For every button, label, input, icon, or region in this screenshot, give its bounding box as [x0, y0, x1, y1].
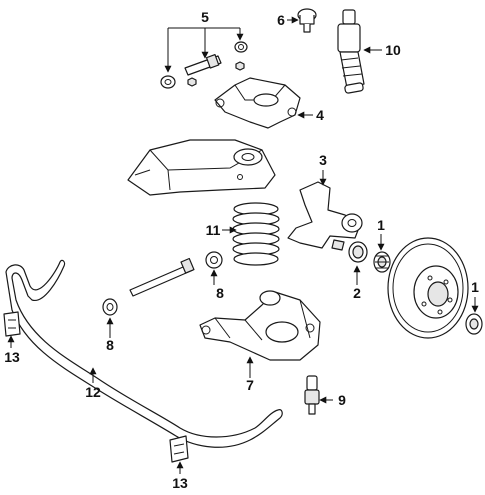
callout-8-link: 8 — [216, 285, 224, 301]
callout-1-inner: 1 — [377, 217, 385, 233]
callout-6: 6 — [277, 12, 285, 28]
callouts: 5 6 10 4 3 11 1 2 1 8 8 7 9 12 13 13 — [4, 9, 479, 491]
callout-7: 7 — [246, 377, 254, 393]
callout-3: 3 — [319, 152, 327, 168]
lower-control-arm — [199, 290, 321, 361]
steering-knuckle — [287, 181, 363, 251]
inner-wheel-bearing — [373, 251, 391, 273]
stabilizer-link — [129, 251, 223, 297]
stabilizer-bar-bracket-left — [3, 311, 21, 337]
callout-9: 9 — [338, 392, 346, 408]
leader-lines — [7, 16, 479, 474]
callout-12: 12 — [85, 384, 101, 400]
brake-rotor — [387, 237, 469, 339]
callout-10: 10 — [385, 42, 401, 58]
stabilizer-bar-bracket-right — [169, 435, 189, 463]
upper-control-arm — [214, 77, 301, 129]
callout-8-bushing: 8 — [106, 337, 114, 353]
coil-spring — [232, 202, 280, 266]
shock-absorber — [337, 9, 365, 94]
stabilizer-bushing — [102, 298, 118, 316]
callout-5: 5 — [201, 9, 209, 25]
callout-4: 4 — [316, 107, 324, 123]
callout-1-outer: 1 — [471, 279, 479, 295]
frame-rail — [127, 139, 276, 196]
callout-2: 2 — [353, 285, 361, 301]
callout-11: 11 — [206, 222, 221, 238]
stabilizer-bar — [5, 259, 283, 448]
upper-ball-joint — [297, 8, 317, 33]
wheel-bearing-seal — [348, 241, 368, 263]
outer-wheel-bearing — [465, 313, 483, 335]
callout-13-right: 13 — [172, 475, 188, 491]
lower-ball-joint — [304, 375, 320, 415]
control-arm-shaft-kit — [160, 41, 248, 89]
callout-13-left: 13 — [4, 349, 20, 365]
